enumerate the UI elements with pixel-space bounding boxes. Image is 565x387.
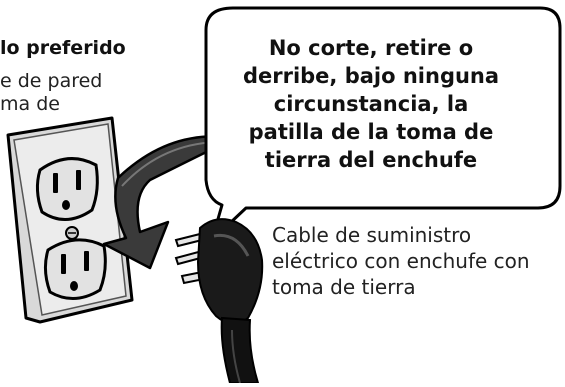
upper-receptacle <box>35 157 99 221</box>
cable-label-line: eléctrico con enchufe con <box>272 249 530 273</box>
cable-label: Cable de suministro eléctrico con enchuf… <box>272 222 530 300</box>
lower-receptacle <box>43 238 107 300</box>
wall-outlet <box>6 116 134 324</box>
caption-line-1: e de pared <box>0 70 103 92</box>
warning-callout-text: No corte, retire o derribe, bajo ninguna… <box>217 34 525 174</box>
cable-label-line: Cable de suministro <box>272 223 472 247</box>
caption-line-2: ma de <box>0 93 60 115</box>
callout-line: circunstancia, la <box>273 92 469 116</box>
callout-line: derribe, bajo ninguna <box>242 64 500 88</box>
caption-title: lo preferido <box>0 37 126 59</box>
insert-arrow <box>102 135 237 270</box>
grounded-plug <box>174 218 264 384</box>
callout-line: No corte, retire o <box>268 36 474 60</box>
callout-line: patilla de la toma de <box>248 120 494 144</box>
warning-callout-bubble <box>204 6 562 242</box>
callout-line: tierra del enchufe <box>264 148 478 172</box>
cable-label-line: toma de tierra <box>272 275 416 299</box>
